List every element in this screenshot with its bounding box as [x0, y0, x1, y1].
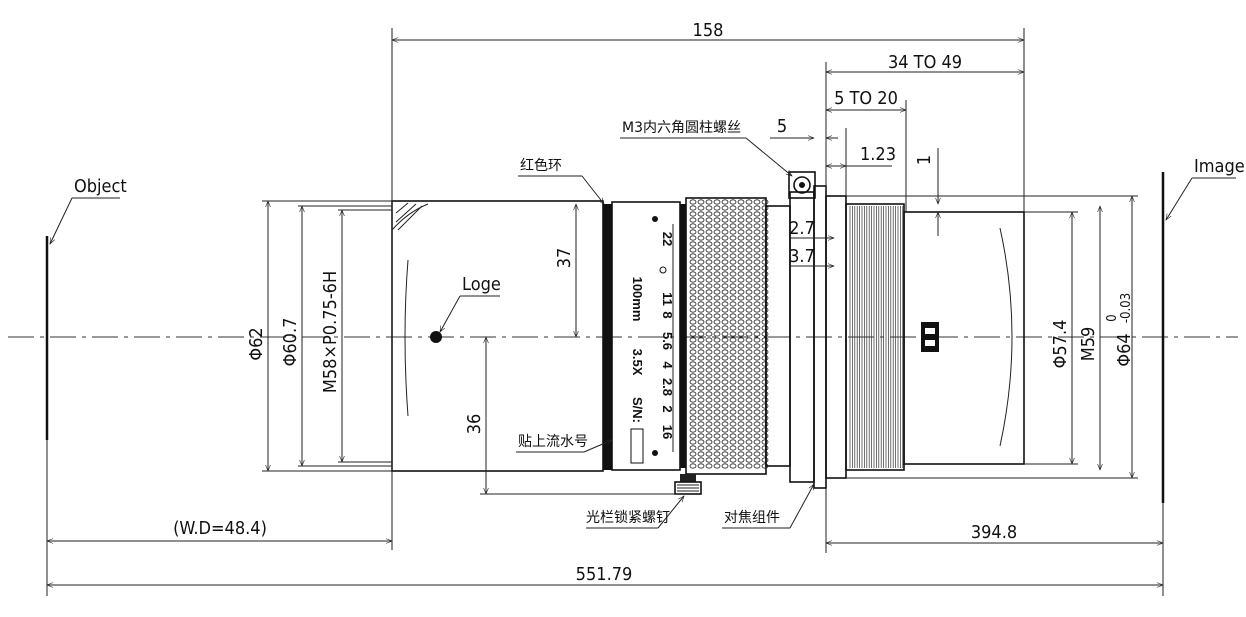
label-focus-assembly: 对焦组件: [724, 510, 780, 526]
dim-adjust-range: 5 TO 20: [834, 88, 898, 109]
svg-text:16: 16: [660, 425, 675, 439]
dim-height-upper: 37: [554, 248, 575, 269]
dim-dia-62: Φ62: [246, 327, 267, 360]
dim-dia-57-4: Φ57.4: [1050, 320, 1071, 369]
dim-overall-length: 551.79: [576, 564, 633, 585]
dim-lens-length: 158: [693, 20, 724, 41]
dim-gap-one: 1: [914, 155, 935, 165]
svg-text:2.8: 2.8: [660, 378, 675, 396]
label-serial-sticker: 贴上流水号: [518, 434, 588, 450]
thread-pattern: [849, 206, 904, 468]
svg-text:3.5X: 3.5X: [630, 349, 645, 376]
dim-tol-upper: 0: [1105, 314, 1120, 321]
svg-text:8: 8: [660, 311, 675, 318]
label-red-ring: 红色环: [520, 157, 562, 174]
dim-dia-60-7: Φ60.7: [280, 318, 301, 367]
label-screw: M3内六角圆柱螺丝: [622, 120, 741, 136]
svg-text:11: 11: [660, 292, 675, 306]
svg-text:100mm: 100mm: [630, 277, 645, 322]
dim-height-lower: 36: [464, 414, 485, 435]
svg-text:S/N:: S/N:: [630, 397, 645, 423]
lens-body: [391, 171, 1025, 495]
dim-working-distance: (W.D=48.4): [173, 518, 267, 539]
svg-text:2: 2: [660, 405, 675, 412]
dim-step-a: 2.7: [789, 218, 815, 239]
dimension-texts: 158 34 TO 49 5 TO 20 5 1.23 2.7 3.7 (W.D…: [173, 20, 1135, 585]
dim-dia-64: Φ64: [1114, 333, 1135, 366]
knurl-pattern: [689, 199, 769, 469]
aperture-markings: 100mm 3.5X S/N: 22 11 8 5.6 4 2.8 2 16: [630, 216, 675, 464]
dim-image-distance: 394.8: [971, 522, 1017, 543]
dimension-lines: [46, 28, 1164, 596]
svg-text:4: 4: [660, 361, 675, 369]
dim-thread-rear: M59: [1078, 327, 1099, 362]
callout-labels: Object Image Loge 红色环 M3内六角圆柱螺丝 贴上流水号 光栏…: [74, 120, 1245, 526]
dim-tol-lower: -0.03: [1119, 293, 1134, 323]
leader-lines: [49, 137, 1236, 529]
label-aperture-screw: 光栏锁紧螺钉: [586, 510, 670, 526]
dim-step-b: 3.7: [789, 246, 815, 267]
dim-screw-offset: 5: [777, 116, 787, 137]
label-logo: Loge: [462, 274, 501, 295]
dim-gap-small: 1.23: [860, 144, 896, 165]
dim-thread-front: M58×P0.75-6H: [320, 271, 341, 393]
label-object: Object: [74, 176, 127, 197]
svg-text:22: 22: [660, 232, 675, 246]
dim-focus-range: 34 TO 49: [888, 52, 962, 73]
svg-text:5.6: 5.6: [660, 332, 675, 350]
label-image: Image: [1194, 156, 1245, 177]
